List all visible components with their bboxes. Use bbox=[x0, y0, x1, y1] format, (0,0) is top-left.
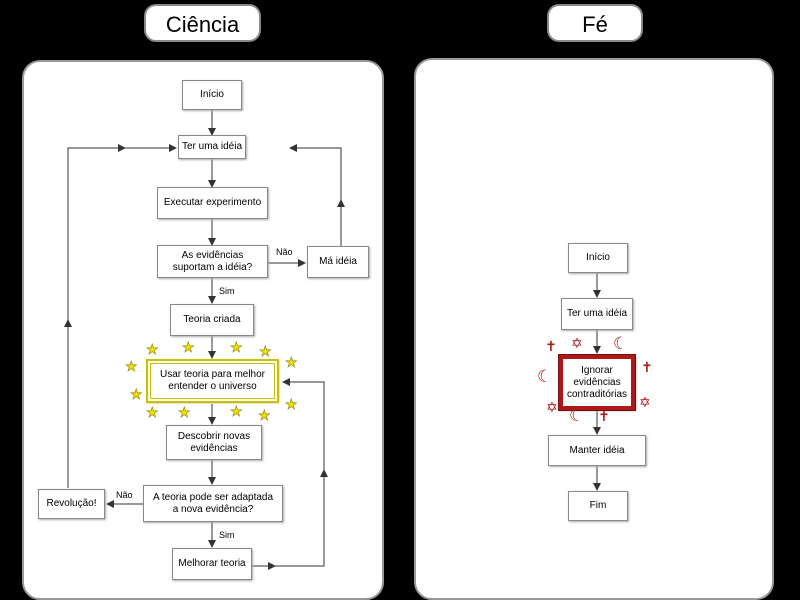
node-executar-experimento: Executar experimento bbox=[157, 187, 268, 219]
star-icon: ★ bbox=[130, 386, 143, 402]
star-of-david-icon: ✡ bbox=[571, 335, 583, 351]
label-sim-evidencias: Sim bbox=[219, 286, 235, 296]
star-icon: ★ bbox=[178, 404, 191, 420]
node-descobrir-evidencias: Descobrir novas evidências bbox=[166, 425, 262, 460]
node-ma-ideia: Má idéia bbox=[307, 246, 369, 278]
node-melhorar-teoria: Melhorar teoria bbox=[172, 548, 252, 580]
label-sim-adaptada: Sim bbox=[219, 530, 235, 540]
node-fe-ignorar-evidencias: Ignorar evidências contraditórias bbox=[558, 354, 636, 411]
node-inicio: Início bbox=[182, 80, 242, 110]
title-ciencia: Ciência bbox=[144, 4, 261, 42]
cross-icon: ✝ bbox=[598, 408, 610, 424]
star-icon: ★ bbox=[259, 343, 272, 359]
cross-icon: ✝ bbox=[545, 338, 557, 354]
star-icon: ★ bbox=[285, 396, 298, 412]
crescent-icon: ☾ bbox=[613, 334, 629, 353]
node-ter-ideia: Ter uma idéia bbox=[178, 135, 246, 159]
node-usar-teoria: Usar teoria para melhor entender o unive… bbox=[146, 359, 279, 403]
node-revolucao: Revolução! bbox=[38, 489, 105, 519]
node-teoria-criada: Teoria criada bbox=[170, 304, 254, 336]
node-evidencias-suportam: As evidências suportam a idéia? bbox=[157, 245, 268, 278]
cross-icon: ✝ bbox=[641, 359, 653, 375]
crescent-icon: ☾ bbox=[569, 406, 585, 425]
star-icon: ★ bbox=[146, 341, 159, 357]
label-nao-evidencias: Não bbox=[276, 247, 293, 257]
node-fe-ter-ideia: Ter uma idéia bbox=[561, 298, 633, 330]
star-icon: ★ bbox=[258, 407, 271, 423]
star-icon: ★ bbox=[146, 404, 159, 420]
node-fe-inicio: Início bbox=[568, 243, 628, 273]
star-icon: ★ bbox=[230, 339, 243, 355]
node-teoria-adaptada: A teoria pode ser adaptada a nova evidên… bbox=[143, 485, 283, 522]
star-icon: ★ bbox=[182, 339, 195, 355]
star-of-david-icon: ✡ bbox=[639, 394, 651, 410]
star-of-david-icon: ✡ bbox=[546, 399, 558, 415]
node-fe-manter-ideia: Manter idéia bbox=[548, 435, 646, 466]
title-fe: Fé bbox=[547, 4, 643, 42]
node-fe-fim: Fim bbox=[568, 491, 628, 521]
crescent-icon: ☾ bbox=[537, 367, 553, 386]
star-icon: ★ bbox=[285, 354, 298, 370]
star-icon: ★ bbox=[230, 403, 243, 419]
star-icon: ★ bbox=[125, 358, 138, 374]
label-nao-adaptada: Não bbox=[116, 490, 133, 500]
